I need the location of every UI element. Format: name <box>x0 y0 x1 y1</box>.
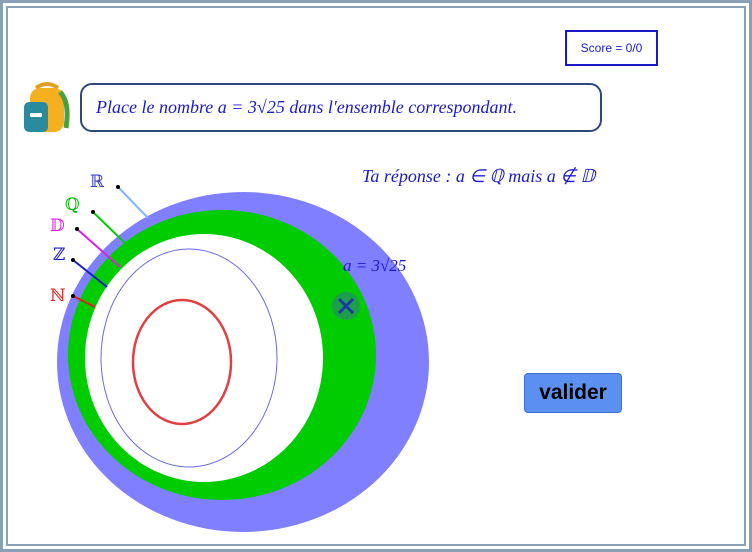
inner-frame <box>6 6 746 546</box>
decimals-region <box>85 234 323 482</box>
score-label: Score = 0/0 <box>580 41 643 55</box>
question-text: Place le nombre a = 3√25 dans l′ensemble… <box>96 97 518 117</box>
set-label-decimals: 𝔻 <box>50 216 65 236</box>
decimals-pointer <box>76 228 121 268</box>
naturals-pointer <box>72 295 96 308</box>
reals-pointer <box>117 186 149 219</box>
integers-region <box>100 248 278 468</box>
rationals-pointer <box>92 211 130 248</box>
number-label: a = 3√25 <box>343 256 407 275</box>
naturals-region <box>131 298 233 426</box>
integers-pointer <box>72 259 108 288</box>
score-box: Score = 0/0 <box>565 30 658 66</box>
cross-icon[interactable] <box>332 292 360 320</box>
question-box: Place le nombre a = 3√25 dans l′ensemble… <box>80 83 602 132</box>
set-label-reals: ℝ <box>90 172 105 192</box>
set-label-integers: ℤ <box>53 245 66 265</box>
set-label-rationals: ℚ <box>65 195 80 215</box>
set-label-naturals: ℕ <box>50 286 66 306</box>
answer-text: Ta réponse : a ∈ ℚ mais a ∉ 𝔻 <box>362 166 596 186</box>
valider-label: valider <box>539 381 607 404</box>
backpack-icon <box>24 82 70 132</box>
valider-button[interactable]: valider <box>524 373 622 413</box>
